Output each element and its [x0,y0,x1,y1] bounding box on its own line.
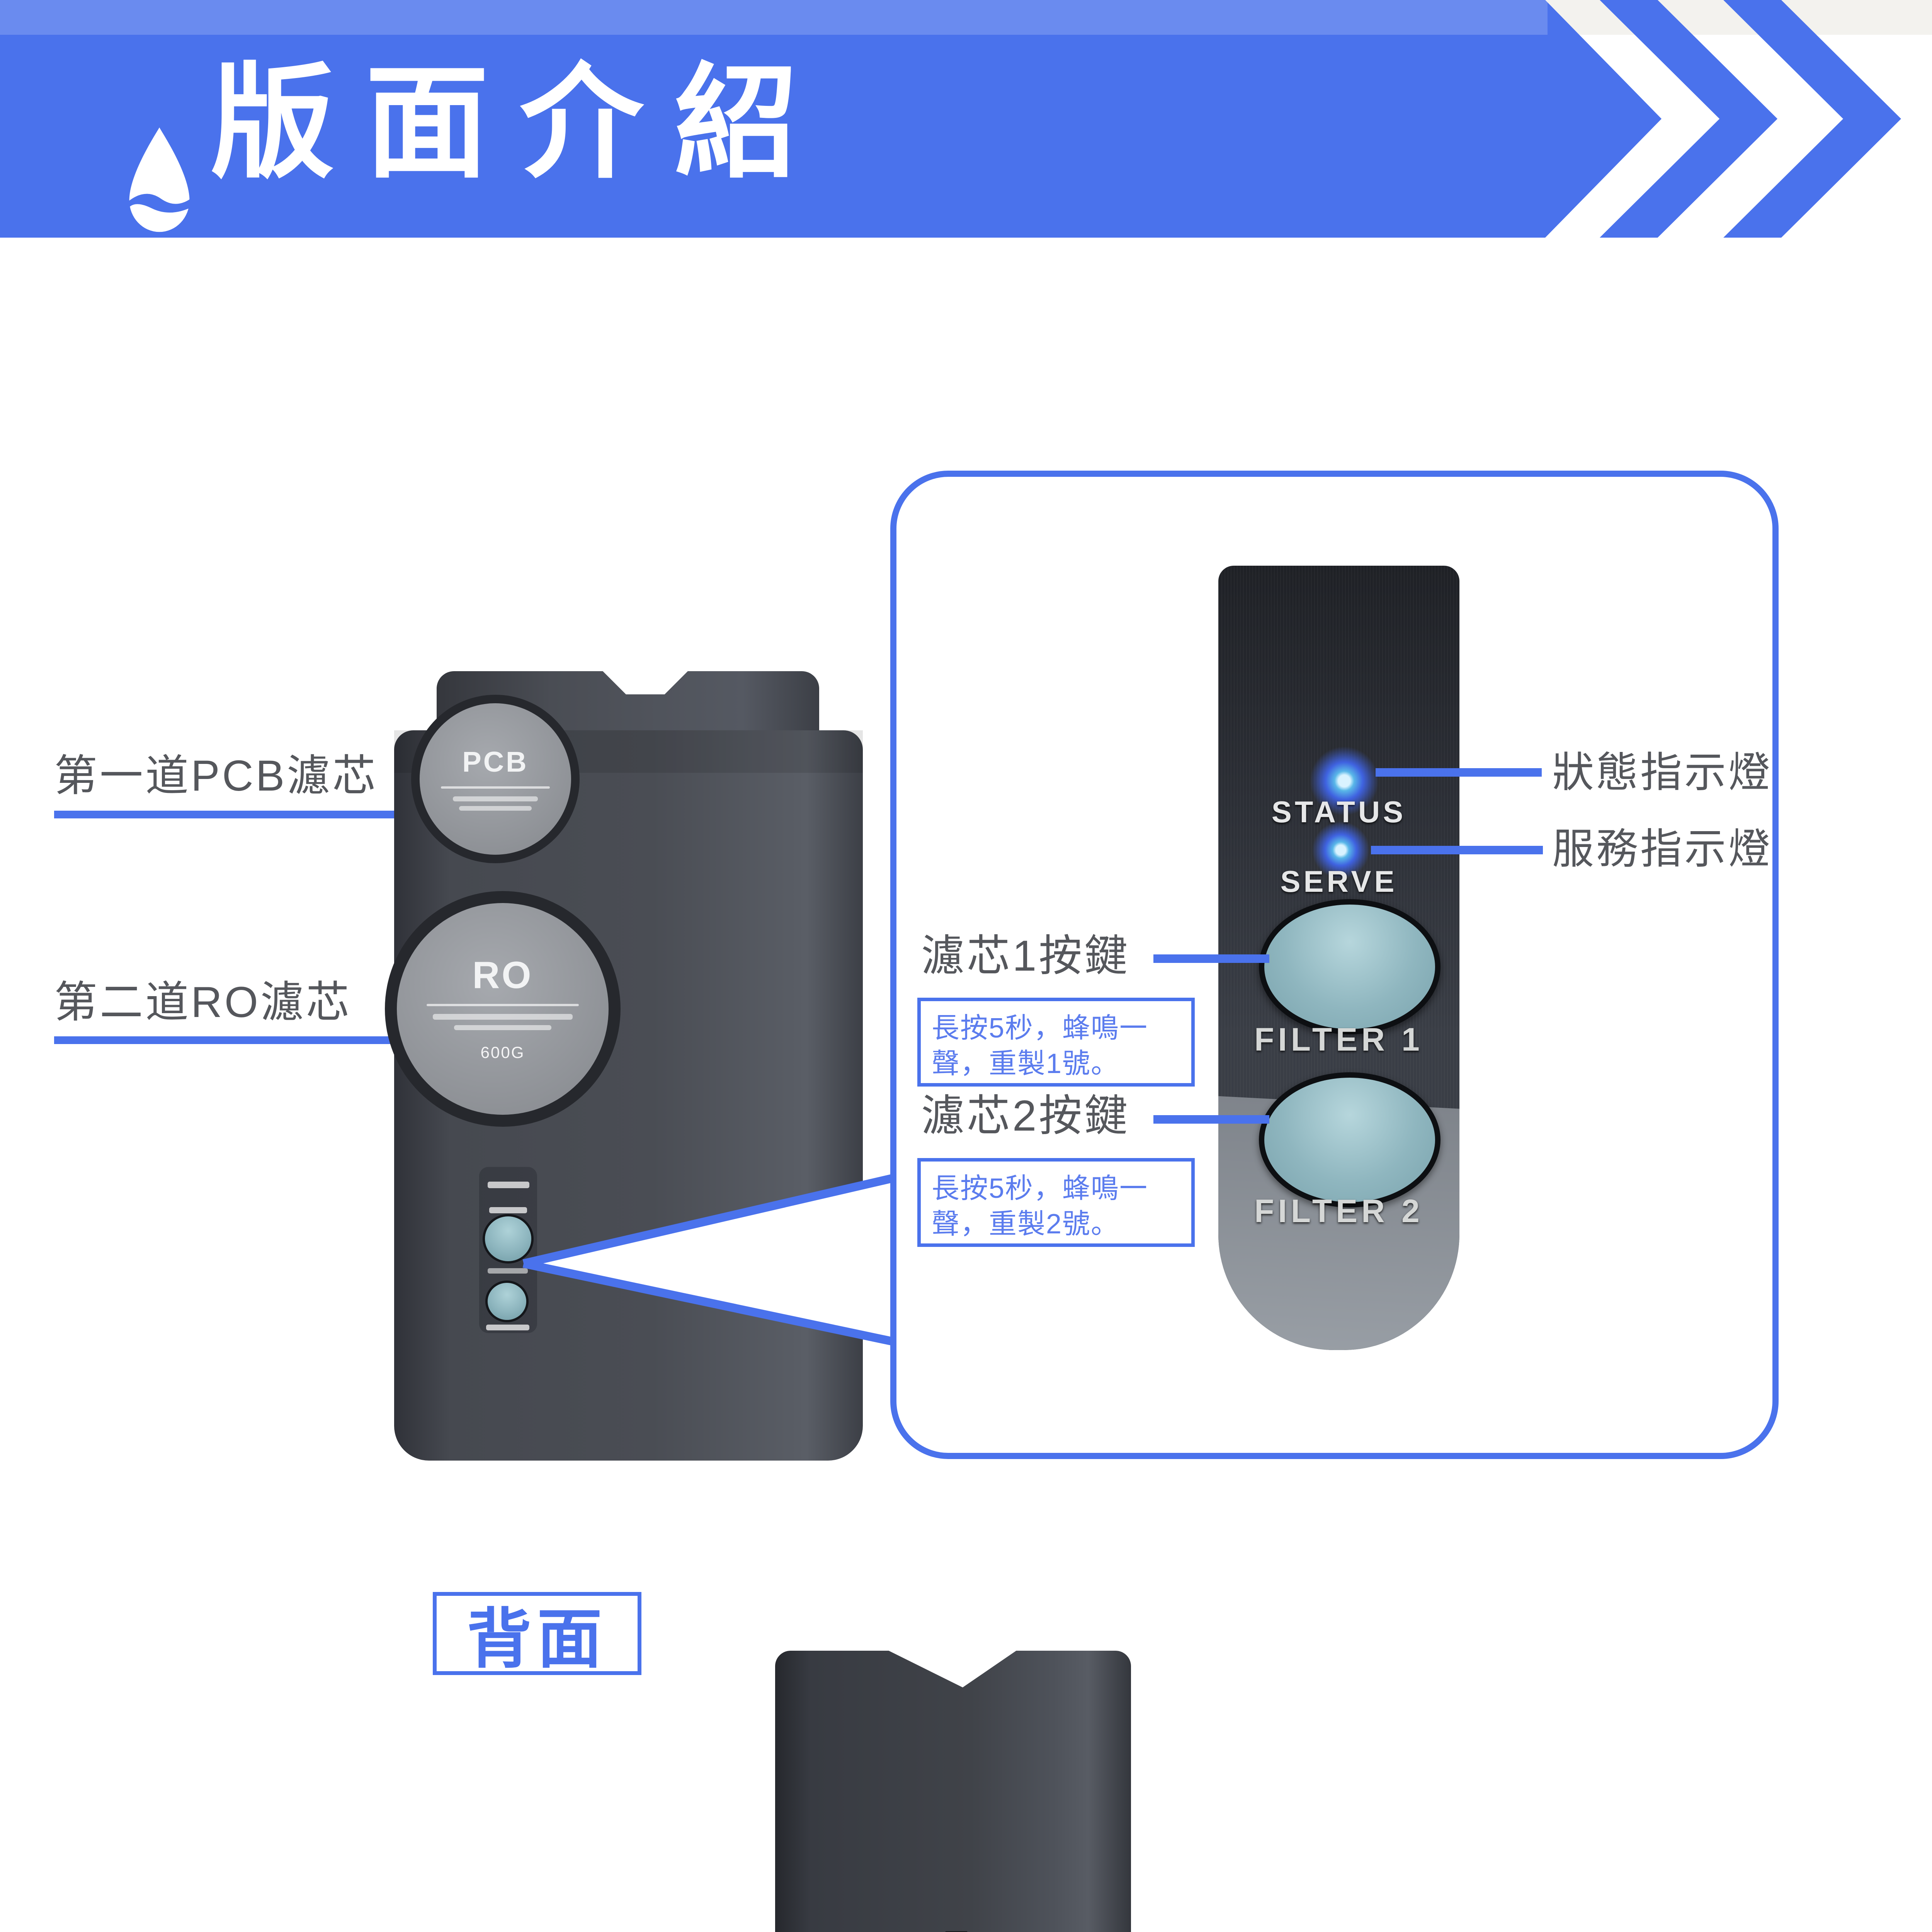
filter1-engraving: FILTER 1 [1254,1021,1423,1058]
label-status-indicator: 狀態指示燈 [1552,749,1773,796]
label-serve-indicator: 服務指示燈 [1552,825,1773,872]
header-banner-highlight [0,0,1548,35]
back-side-tag-text: 背面 [467,1603,607,1675]
water-drop-icon [120,122,199,238]
cap-fineprint-bar [459,806,532,811]
leader-dash-filter2 [1153,1115,1269,1124]
status-led [1310,746,1379,816]
control-strip-text-bar [488,1268,528,1274]
pcb-filter-cap: PCB [411,695,580,863]
label-pcb-filter: 第一道PCB濾芯 [54,752,378,800]
front-filter2-button [485,1281,529,1322]
page-title: 版面介紹 [211,54,829,192]
serve-engraving: SERVE [1280,864,1398,898]
serve-led [1312,821,1370,879]
note-filter1: 長按5秒，蜂鳴一聲，重製1號。 [917,998,1195,1087]
back-device-body [775,1651,1131,1932]
cap-divider [426,1004,579,1006]
leader-line-status [1376,768,1542,777]
cap-fineprint-bar [454,1025,552,1030]
ro-cap-title: RO [472,954,533,996]
leader-dash-filter1 [1153,954,1269,963]
leader-line-pcb [54,811,402,818]
back-side-tag: 背面 [433,1592,641,1675]
note-filter2: 長按5秒，蜂鳴一聲，重製2號。 [917,1158,1195,1247]
control-strip-text-bar [488,1182,529,1188]
front-filter1-button [483,1214,534,1264]
leader-line-serve [1371,846,1543,854]
cap-fineprint-bar [433,1014,573,1020]
filter1-button [1259,899,1440,1034]
ro-cap-capacity: 600G [480,1043,525,1061]
header-banner [0,0,1662,238]
filter2-button [1259,1072,1440,1208]
ro-filter-cap: RO 600G [385,891,621,1127]
control-strip-text-bar [489,1207,527,1213]
leader-line-ro [54,1036,402,1044]
filter2-engraving: FILTER 2 [1254,1193,1423,1229]
label-ro-filter: 第二道RO濾芯 [54,978,352,1026]
label-filter2-key: 濾芯2按鍵 [921,1092,1130,1140]
label-filter1-key: 濾芯1按鍵 [921,932,1130,980]
vent-hex [935,1931,978,1932]
pcb-cap-title: PCB [462,745,529,778]
cap-divider [440,786,550,789]
cap-fineprint-bar [453,796,538,801]
control-strip-text-bar [486,1325,529,1330]
